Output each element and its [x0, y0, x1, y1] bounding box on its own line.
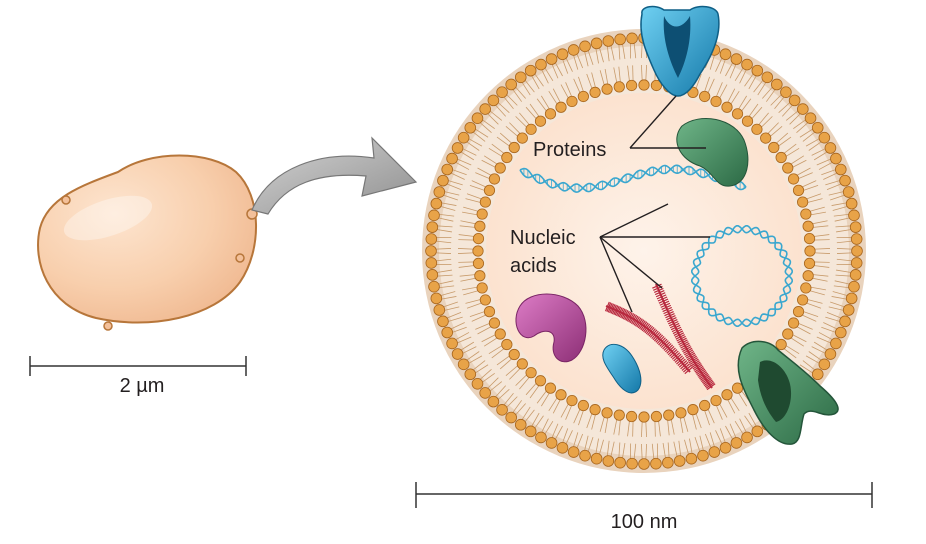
rna-strand-icon — [652, 283, 716, 391]
nucleic-label-line1: Nucleic — [510, 227, 576, 249]
protein-blue-blob-icon — [602, 343, 642, 394]
scale-bar-vesicle: 100 nm — [415, 482, 873, 533]
nucleic-label-line2: acids — [510, 255, 557, 277]
circular-dna-icon — [691, 225, 793, 327]
membrane-channel-protein-bottom-icon — [737, 340, 839, 445]
proteins-label: Proteins — [533, 139, 606, 161]
proteins-leader-lines — [629, 95, 706, 149]
scale-bar-cell: 2 µm — [29, 356, 247, 397]
rna-strand-icon — [604, 301, 693, 375]
protein-magenta-blob-icon — [515, 293, 587, 363]
nucleic-leader-lines — [599, 203, 710, 313]
nucleic-acids — [519, 164, 793, 391]
bacterial-cell-icon — [37, 154, 258, 331]
protein-green-blob-icon — [676, 118, 749, 187]
membrane-channel-protein-top-icon — [640, 5, 720, 97]
dna-strand-icon — [519, 164, 747, 193]
curved-arrow-icon — [251, 136, 418, 215]
scale-label-vesicle: 100 nm — [611, 511, 678, 533]
scale-label-cell: 2 µm — [120, 375, 165, 397]
